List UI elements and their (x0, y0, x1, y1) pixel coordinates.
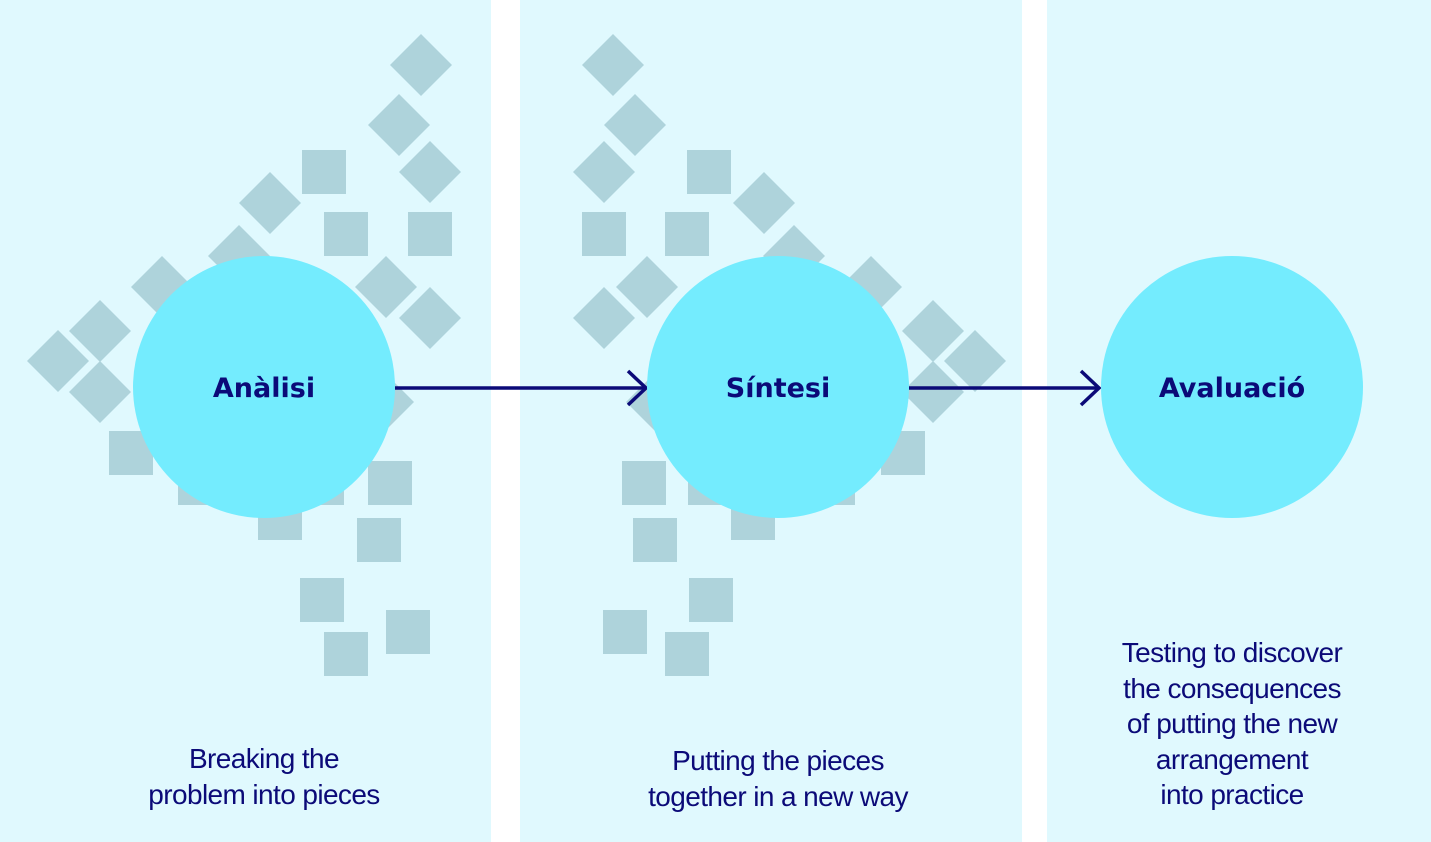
square-piece (324, 632, 368, 676)
diamond-piece (573, 287, 635, 349)
caption-line: Breaking the (188, 743, 340, 774)
stage-title-evaluation: Avaluació (1159, 373, 1305, 404)
square-piece (582, 212, 626, 256)
diamond-piece (573, 141, 635, 203)
diamond-piece (69, 300, 131, 362)
diamond-piece (616, 256, 678, 318)
diamond-piece (399, 287, 461, 349)
diamond-piece (733, 172, 795, 234)
caption-line: of putting the new (1126, 708, 1338, 739)
square-piece (622, 461, 666, 505)
caption-line: problem into pieces (148, 778, 380, 810)
square-piece (689, 578, 733, 622)
puzzle-pieces (27, 34, 1006, 676)
stage-circle-evaluation (1101, 256, 1363, 518)
square-piece (386, 610, 430, 654)
caption-line: into practice (1160, 779, 1304, 810)
stage-caption-synthesis: Putting the pieces together in a new way (578, 743, 978, 814)
diamond-piece (902, 361, 964, 423)
square-piece (603, 610, 647, 654)
diamond-piece (604, 94, 666, 156)
stage-title-synthesis: Síntesi (726, 373, 830, 404)
caption-line: Putting the pieces (672, 745, 884, 776)
square-piece (665, 212, 709, 256)
square-piece (302, 150, 346, 194)
diamond-piece (902, 300, 964, 362)
square-piece (357, 518, 401, 562)
diamond-piece (239, 172, 301, 234)
caption-line: arrangement (1155, 743, 1309, 775)
square-piece (633, 518, 677, 562)
diamond-piece (368, 94, 430, 156)
arrow-analysis-to-synthesis (395, 369, 649, 407)
square-piece (324, 212, 368, 256)
square-piece (665, 632, 709, 676)
caption-line: Testing to discover (1121, 637, 1343, 668)
caption-line: together in a new way (648, 780, 908, 812)
arrow-synthesis-to-evaluation (909, 369, 1102, 407)
diamond-piece (944, 330, 1006, 392)
diamond-piece (69, 361, 131, 423)
square-piece (408, 212, 452, 256)
diamond-piece (27, 330, 89, 392)
square-piece (300, 578, 344, 622)
square-piece (368, 461, 412, 505)
diamond-piece (399, 141, 461, 203)
stage-caption-analysis: Breaking the problem into pieces (64, 741, 464, 812)
diamond-piece (582, 34, 644, 96)
caption-line: the consequences (1123, 672, 1341, 704)
stage-circle-synthesis (647, 256, 909, 518)
square-piece (687, 150, 731, 194)
stage-circle-analysis (133, 256, 395, 518)
diamond-piece (355, 256, 417, 318)
stage-title-analysis: Anàlisi (213, 373, 315, 404)
stage-caption-evaluation: Testing to discover the consequences of … (1057, 635, 1407, 813)
diamond-piece (390, 34, 452, 96)
